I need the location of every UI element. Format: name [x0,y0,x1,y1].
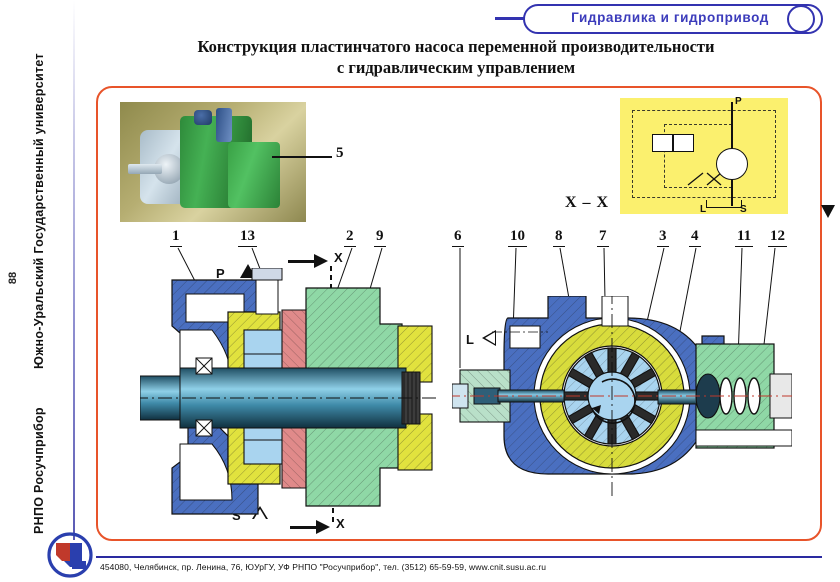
section-label-top: X [334,250,343,265]
callout-3: 3 [657,228,669,247]
callout-8: 8 [553,228,565,247]
page-title: Конструкция пластинчатого насоса перемен… [96,36,816,78]
schematic-outer-boundary [632,110,776,198]
pump-cover-green [305,287,403,507]
page-title-line1: Конструкция пластинчатого насоса перемен… [197,37,715,56]
rotation-direction-arrow-icon [591,378,636,424]
marker-p-label: P [216,266,225,281]
callout-2: 2 [344,228,356,247]
schematic-pump-symbol-icon [716,148,835,218]
organization-sub-name: РНПО Росучприбор [32,407,46,534]
section-line-top [330,266,332,302]
schematic-control-valve-icon [652,134,722,186]
schematic-port-s-label: S [740,204,747,215]
callout-11: 11 [735,228,754,247]
header-badge [523,4,823,34]
section-arrow-bottom-shaft [290,526,318,529]
left-cross-section-drawing [140,268,440,515]
right-cross-section-drawing [452,296,792,496]
photo-adjust-screw [216,108,232,142]
section-line-bottom [332,490,334,524]
sidebar-divider [73,0,75,540]
schematic-port-l-label: L [700,204,707,215]
pump-photograph [120,102,306,222]
pump-bearing-symbols [195,357,213,437]
photo-shaft [128,164,162,174]
schematic-pump-arrow-icon [821,205,835,218]
left-port-bore [509,325,541,349]
header-badge-knob-icon [787,5,815,33]
photo-leader-line [272,156,332,158]
marker-l-triangle-icon [482,330,496,346]
header-rule [495,17,527,20]
callout-10: 10 [508,228,527,247]
section-arrow-top-shaft [288,260,316,263]
company-logo [47,532,93,578]
page-number: 88 [7,271,19,285]
callout-9: 9 [374,228,386,247]
marker-l-label: L [466,332,474,347]
schematic-port-p-label: P [735,96,742,107]
callout-4: 4 [689,228,701,247]
photo-pump-body-secondary [228,142,280,208]
callout-13: 13 [238,228,257,247]
pump-seal-red [281,309,309,489]
footer-address: 454080, Челябинск, пр. Ленина, 76, ЮУрГУ… [100,562,547,572]
photo-callout-5: 5 [336,145,344,161]
section-xx-label: X – X [565,194,610,211]
photo-nut [194,110,212,125]
section-arrow-top-head-icon [314,254,328,268]
schematic-tank-bracket [706,200,742,208]
callout-1: 1 [170,228,182,247]
page-title-line2: с гидравлическим управлением [336,58,576,77]
header-badge-label: Гидравлика и гидропривод [571,10,769,25]
organization-name: Южно-Уральский Государственный университ… [32,53,46,369]
callout-7: 7 [597,228,609,247]
top-port-bore [601,296,629,327]
section-label-bottom: X [336,516,345,531]
section-arrow-bottom-head-icon [316,520,330,534]
footer-divider [96,556,822,558]
hydraulic-schematic [620,98,835,218]
callout-6: 6 [452,228,464,247]
adjuster-screw-bore [695,429,792,447]
callout-12: 12 [768,228,787,247]
marker-s-label: S [232,508,241,523]
valve-symbol-icon [687,172,722,186]
